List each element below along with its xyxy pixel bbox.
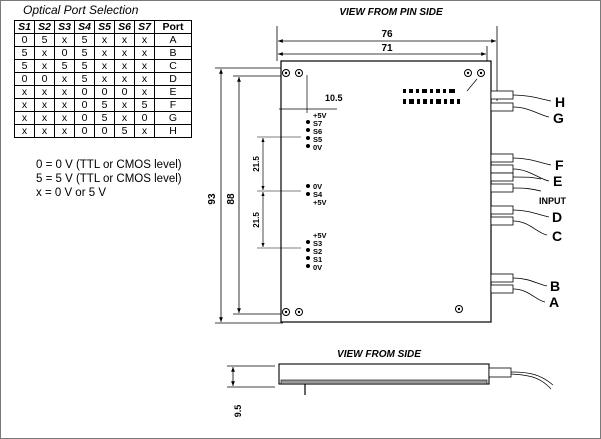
dim-21-5-lower: 21.5 xyxy=(252,212,261,228)
mounting-hole-icon xyxy=(295,308,303,316)
table-header-row: S1 S2 S3 S4 S5 S6 S7 Port xyxy=(14,20,192,34)
port-label-g: G xyxy=(553,110,564,126)
pin-label: +5V xyxy=(313,111,327,120)
fiber-connector-icon xyxy=(490,273,514,283)
port-label-d: D xyxy=(552,209,562,225)
module-board-outline xyxy=(280,60,492,323)
dim-93: 93 xyxy=(207,193,218,205)
side-view-fiber xyxy=(510,373,552,390)
fiber-cable xyxy=(512,187,542,192)
fiber-cable xyxy=(512,157,552,166)
pin-label: 0V xyxy=(313,263,322,272)
fiber-cable xyxy=(512,176,542,180)
mounting-hole-icon xyxy=(282,69,290,77)
fiber-connector-icon xyxy=(490,172,514,182)
port-label-e: E xyxy=(553,173,562,189)
mounting-hole-icon xyxy=(282,308,290,316)
fiber-connector-icon xyxy=(490,102,514,112)
dim-21-5-upper: 21.5 xyxy=(252,156,261,172)
pin-group-bottom-dots xyxy=(306,240,310,268)
legend-line: x = 0 V or 5 V xyxy=(36,187,106,199)
fiber-connector-icon xyxy=(490,284,514,294)
pin-label: S6 xyxy=(313,127,322,136)
fiber-cable xyxy=(512,220,548,236)
pin-label: S3 xyxy=(313,239,322,248)
pin-label: 0V xyxy=(313,143,322,152)
side-view-title: VIEW FROM SIDE xyxy=(337,349,421,360)
pin-label: S7 xyxy=(313,119,322,128)
fiber-cable xyxy=(512,106,550,118)
header-cell: S2 xyxy=(34,20,55,34)
pin-label: 0V xyxy=(313,182,322,191)
pin-label: +5V xyxy=(313,198,327,207)
side-view-connector xyxy=(488,367,512,378)
dim-76: 76 xyxy=(381,29,393,40)
switch-cell: 0 xyxy=(94,124,115,138)
fiber-connector-icon xyxy=(490,216,514,226)
dim-10-5: 10.5 xyxy=(325,93,343,103)
mounting-hole-icon xyxy=(295,69,303,77)
fiber-connector-icon xyxy=(490,183,514,193)
pin-group-mid-dots xyxy=(306,184,310,196)
port-cell: H xyxy=(154,124,192,138)
fiber-connector-icon xyxy=(490,153,514,163)
dim-88: 88 xyxy=(226,193,237,205)
dim-71: 71 xyxy=(381,43,393,54)
pin-label: S5 xyxy=(313,135,322,144)
fiber-connector-icon xyxy=(490,205,514,215)
legend-line: 0 = 0 V (TTL or CMOS level) xyxy=(36,159,182,171)
mounting-hole-icon xyxy=(477,69,485,77)
input-label: INPUT xyxy=(539,196,567,206)
fiber-connector-icon xyxy=(490,164,514,174)
pin-label: S2 xyxy=(313,247,322,256)
fiber-cable xyxy=(512,168,550,182)
side-view-pcb xyxy=(280,379,488,385)
pin-label: S1 xyxy=(313,255,322,264)
fiber-connectors xyxy=(490,90,552,303)
header-cell-port: Port xyxy=(154,20,192,34)
fiber-cable xyxy=(512,94,552,102)
mounting-hole-icon xyxy=(464,69,472,77)
pin-group-top-dots xyxy=(306,120,310,148)
fiber-cable xyxy=(512,209,550,218)
fiber-connector-icon xyxy=(490,90,514,100)
port-label-a: A xyxy=(549,294,559,310)
fiber-cable xyxy=(512,288,546,303)
fiber-cable xyxy=(512,277,548,287)
header-cell: S6 xyxy=(114,20,135,34)
port-label-c: C xyxy=(552,228,562,244)
side-view-fiber xyxy=(510,371,554,386)
port-label-h: H xyxy=(555,94,565,110)
port-label-f: F xyxy=(555,157,564,173)
voltage-legend: 0 = 0 V (TTL or CMOS level) 5 = 5 V (TTL… xyxy=(36,158,182,200)
selection-table-title: Optical Port Selection xyxy=(23,3,139,17)
component-cluster-icon xyxy=(403,89,460,104)
pin-label: +5V xyxy=(313,231,327,240)
legend-line: 5 = 5 V (TTL or CMOS level) xyxy=(36,173,182,185)
mounting-hole-icon xyxy=(455,305,463,313)
pin-label: S4 xyxy=(313,190,323,199)
port-label-b: B xyxy=(550,278,560,294)
pin-view-title: VIEW FROM PIN SIDE xyxy=(339,7,443,18)
dim-9-5: 9.5 xyxy=(233,405,243,418)
